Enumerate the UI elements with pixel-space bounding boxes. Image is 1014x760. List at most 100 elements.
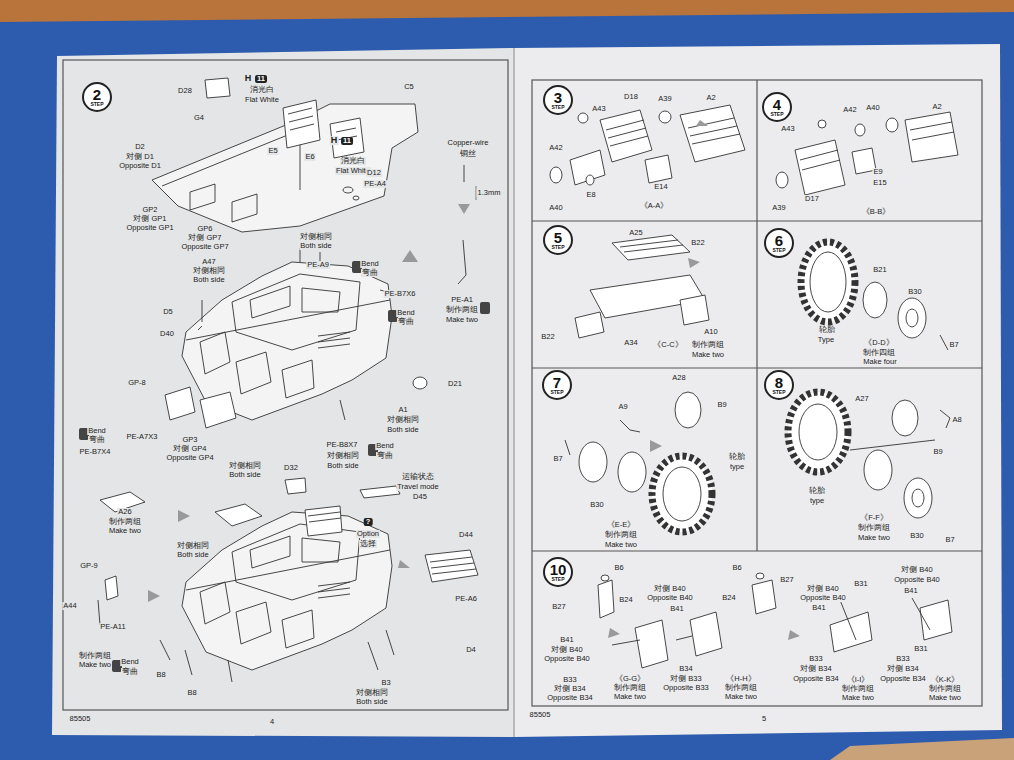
hull-floor-art-shape [289,116,313,122]
wheel-art-shape [940,335,948,350]
part-label: D21 [447,380,463,388]
step-word: STEP [550,390,563,395]
step-number: 7 [553,375,561,390]
part-label: C5 [403,83,415,91]
part-label: Both side [228,471,261,479]
part-label: 制作四组 [862,349,896,357]
part-label: Make two [724,693,758,701]
step-badge: 4STEP [762,92,792,122]
wheel-art-shape [652,456,712,532]
part-label: 对侧相同 [386,416,420,424]
part-label: A47 [201,258,216,266]
background-shape [830,738,1014,760]
part-label: Bend [396,309,416,317]
part-label: A26 [117,508,132,516]
hull-art-shape [236,352,271,394]
small-parts-art-shape [105,576,118,600]
small-parts-art-shape [148,590,160,602]
color-code: 11 [255,75,267,83]
part-label: 对侧相同 [355,689,389,697]
color-code: ? [364,518,373,526]
part-label: PE-A9 [306,261,330,269]
suspension-art-shape [608,628,620,638]
part-label: B33 [562,676,577,684]
wheel-art-shape [788,392,848,472]
part-label: Make two [78,661,112,669]
part-label: 制作两组 [604,531,638,539]
part-label: Opposite B40 [646,594,693,602]
part-label: 85505 [69,715,92,723]
hull-final-art-shape [200,582,230,624]
part-label: Make two [857,534,891,542]
part-label: B33 [808,655,823,663]
hull-floor-art-shape [336,128,356,132]
step3-4-art-shape [886,118,898,132]
page-frame-shape [63,60,508,710]
hull-floor-art-shape [205,78,230,98]
part-label: Opposite GP4 [165,454,214,462]
step-number: 6 [775,233,783,248]
hull-floor-art-shape [464,165,465,182]
part-label: B7 [552,455,563,463]
part-label: 对侧 D1 [125,153,155,161]
hull-final-art-shape [250,536,290,568]
hull-art-shape [318,344,350,348]
part-label: B9 [716,401,727,409]
suspension-art-shape [788,630,800,640]
part-label: A44 [62,602,77,610]
part-label: 制作两组 [691,341,725,349]
hull-floor-art-shape [283,100,320,148]
hull-art-shape [413,377,427,389]
hull-floor-art-shape [288,108,312,114]
part-label: 《G-G》 [614,675,646,683]
part-label: D5 [162,308,174,316]
hull-floor-art-shape [232,194,257,222]
wheel-art-shape [650,440,662,452]
part-label: D17 [804,195,820,203]
part-label: 对侧 B33 [669,675,702,683]
step-word: STEP [551,577,564,582]
hull-art-shape [340,400,345,420]
part-label: D28 [177,87,193,95]
part-label: Copper-wire [447,139,490,147]
step5-art-shape [575,312,604,338]
suspension-art-shape [676,636,692,640]
part-label: B31 [913,645,928,653]
part-label: B34 [678,665,693,673]
hull-floor-art-shape [290,124,314,130]
step5-art-shape [688,258,700,268]
wheel-art-shape [912,489,924,507]
small-parts-art-shape [178,510,190,522]
wheel-art-shape [618,452,646,492]
part-label: Bend [360,260,380,268]
step-number: 2 [93,87,101,102]
hull-final-art-shape [160,640,170,660]
part-label: GP-8 [127,379,147,387]
part-label: 对侧 B40 [653,585,686,593]
part-label: Make two [108,527,142,535]
part-label: B41 [811,604,826,612]
bend-icons [79,261,490,672]
wheel-art-shape [850,440,935,450]
part-label: PE-B7X6 [384,290,417,298]
part-label: A39 [657,95,672,103]
part-label: Both side [176,551,209,559]
part-label: Both side [355,698,388,706]
hull-art-shape [202,300,203,322]
part-label: B30 [589,501,604,509]
step-word: STEP [90,102,103,107]
part-label: GP-9 [79,562,99,570]
part-label: 对侧相同 [192,267,226,275]
wheel-art-shape [898,298,926,338]
hull-art-shape [318,332,350,336]
suspension-art-shape [690,612,722,656]
suspension-art-shape [840,600,856,640]
part-label: 制作两组 [445,306,479,314]
step-badge: 6STEP [764,228,794,258]
part-label: 对侧 B40 [550,646,583,654]
part-label: 《A-A》 [639,202,670,210]
part-label: B7 [948,341,959,349]
part-label: 5 [761,715,767,723]
suspension-art-shape [830,612,872,652]
